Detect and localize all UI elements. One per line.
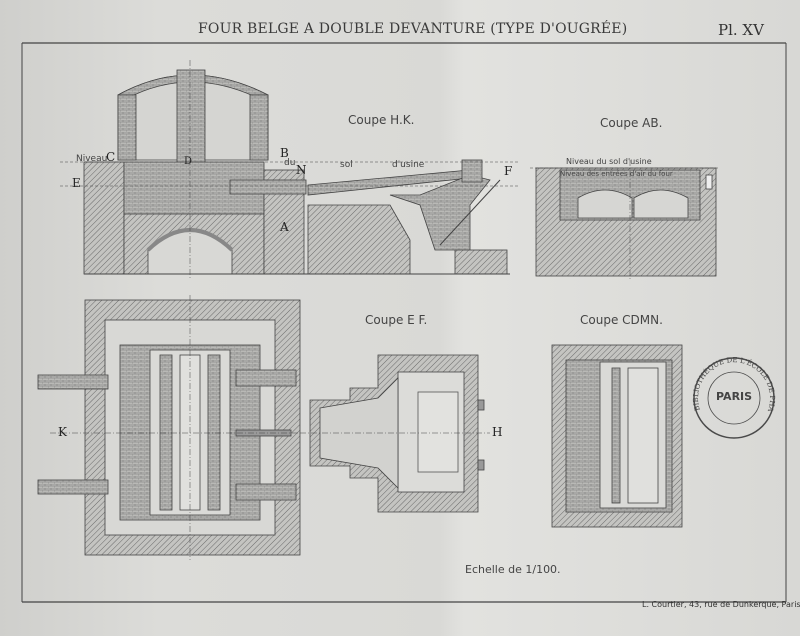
section-ef	[300, 354, 490, 513]
letter-e: E	[72, 176, 81, 190]
letter-c: C	[106, 150, 116, 164]
caption-coupe-hk: Coupe H.K.	[348, 113, 415, 127]
stamp-center-text: PARIS	[716, 390, 753, 403]
label-du: du	[284, 158, 296, 168]
section-hk	[60, 60, 520, 280]
letter-a: A	[280, 220, 289, 234]
letter-k: K	[58, 425, 67, 439]
label-ab-air: Niveau des entrées d'air du four	[560, 170, 673, 178]
section-cdmn	[551, 344, 683, 528]
letter-n: N	[296, 163, 307, 177]
frame	[21, 42, 787, 603]
caption-coupe-cdmn: Coupe CDMN.	[580, 313, 663, 327]
letter-b: B	[280, 146, 289, 160]
printer-credit: L. Courtier, 43, rue de Dunkerque, Paris	[642, 600, 800, 609]
letter-f: F	[504, 164, 513, 178]
plate-title: FOUR BELGE A DOUBLE DEVANTURE (TYPE D'OU…	[198, 21, 628, 37]
letter-h: H	[492, 425, 503, 439]
section-ab	[530, 160, 720, 280]
caption-coupe-ef: Coupe E F.	[365, 313, 428, 327]
plate-number: Pl. XV	[718, 21, 764, 39]
caption-coupe-ab: Coupe AB.	[600, 116, 663, 130]
label-usine: d'usine	[392, 160, 425, 170]
letter-d: D	[184, 156, 193, 167]
label-niveau: Niveau	[76, 154, 108, 164]
plan-view	[37, 295, 301, 560]
label-ab-level: Niveau du sol d'usine	[566, 157, 652, 166]
scale-label: Echelle de 1/100.	[465, 563, 561, 576]
label-sol: sol	[340, 160, 353, 170]
